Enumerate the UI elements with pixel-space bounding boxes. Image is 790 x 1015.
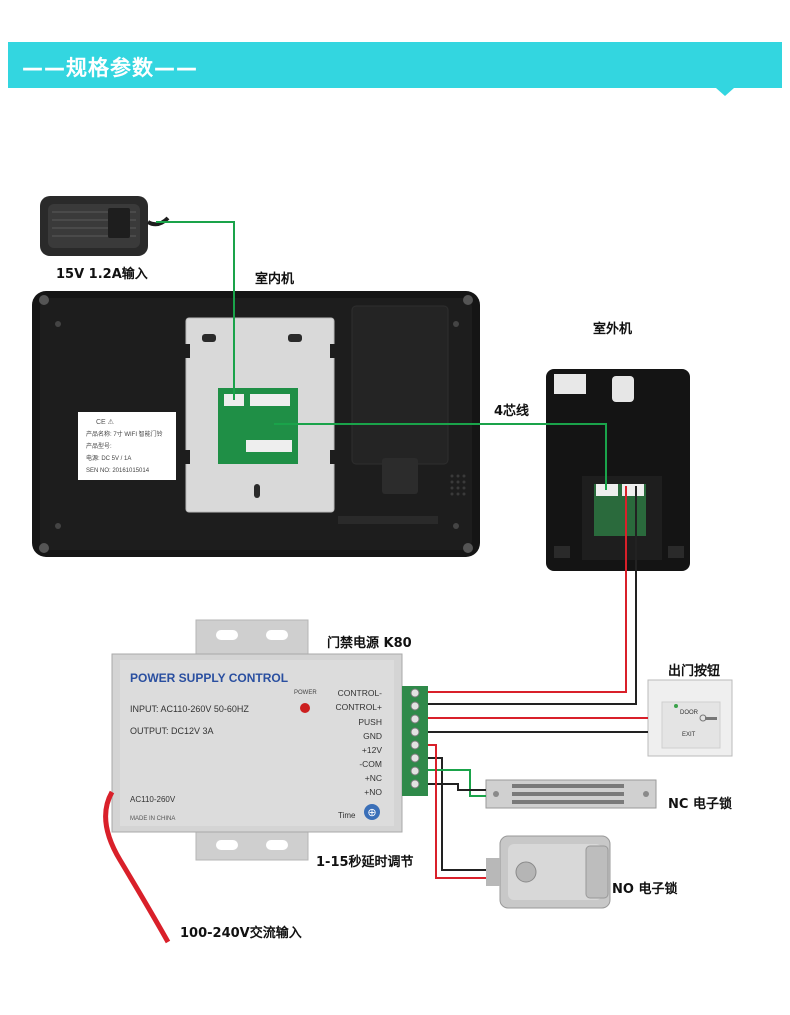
nc-lock-label: NC 电子锁: [668, 797, 732, 812]
power-box-title: POWER SUPPLY CONTROL: [130, 671, 288, 685]
indoor-monitor: CE ⚠: [32, 291, 480, 557]
banner-title: ——规格参数——: [22, 56, 198, 80]
wires: [103, 221, 648, 944]
svg-text:⊕: ⊕: [367, 807, 376, 819]
no-electric-lock: [486, 835, 611, 909]
outdoor-unit: [546, 369, 690, 571]
ac-input-label: 100-240V交流输入: [180, 926, 302, 941]
terminal-label: GND: [363, 731, 382, 741]
terminal-label: +12V: [362, 745, 382, 755]
sticker-line-3: 电源: DC 5V / 1A: [86, 454, 131, 462]
power-supply-k80: ⊕: [111, 619, 428, 861]
outdoor-unit-label: 室外机: [593, 322, 633, 337]
terminal-label: CONTROL+: [335, 702, 382, 712]
exit-button-text: DOOR EXIT: [680, 710, 699, 738]
power-supply-label: 门禁电源 K80: [327, 636, 412, 651]
exit-text: EXIT: [682, 732, 696, 738]
terminal-label: -COM: [359, 759, 382, 769]
power-adapter: [40, 196, 170, 256]
terminal-screws: [410, 688, 420, 789]
indoor-unit-label: 室内机: [255, 272, 295, 287]
power-box-input: INPUT: AC110-260V 50-60HZ: [130, 704, 249, 714]
delay-label: 1-15秒延时调节: [316, 855, 414, 870]
terminal-label: CONTROL-: [338, 688, 383, 698]
section-banner: ——规格参数——: [8, 42, 782, 88]
terminal-labels: CONTROL- CONTROL+ PUSH GND +12V -COM +NC…: [335, 688, 382, 797]
time-label: Time: [338, 811, 356, 820]
nc-magnetic-lock: [485, 779, 657, 809]
power-led-label: POWER: [294, 690, 317, 696]
power-box-output: OUTPUT: DC12V 3A: [130, 726, 214, 736]
monitor-sticker-text: 产品名称: 7寸 WIFI 智能门铃 产品型号: 电源: DC 5V / 1A …: [86, 430, 163, 474]
door-text: DOOR: [680, 710, 699, 716]
terminal-label: PUSH: [358, 717, 382, 727]
made-in-label: MADE IN CHINA: [130, 816, 175, 822]
sticker-line-1: 产品名称: 7寸 WIFI 智能门铃: [86, 430, 163, 438]
no-lock-label: NO 电子锁: [612, 882, 678, 897]
ac-range-label: AC110-260V: [130, 795, 176, 804]
exit-button-label: 出门按钮: [668, 664, 721, 679]
terminal-label: +NO: [364, 787, 382, 797]
four-core-wire-label: 4芯线: [494, 404, 530, 419]
sticker-line-2: 产品型号:: [86, 442, 112, 450]
sticker-line-4: SEN NO: 20161015014: [86, 468, 150, 474]
svg-text:CE ⚠: CE ⚠: [96, 418, 114, 426]
exit-button-device: [647, 679, 733, 757]
banner-pointer: [716, 88, 734, 96]
adapter-label: 15V 1.2A输入: [56, 267, 148, 282]
terminal-label: +NC: [365, 773, 382, 783]
power-box-text: POWER SUPPLY CONTROL INPUT: AC110-260V 5…: [130, 671, 356, 822]
